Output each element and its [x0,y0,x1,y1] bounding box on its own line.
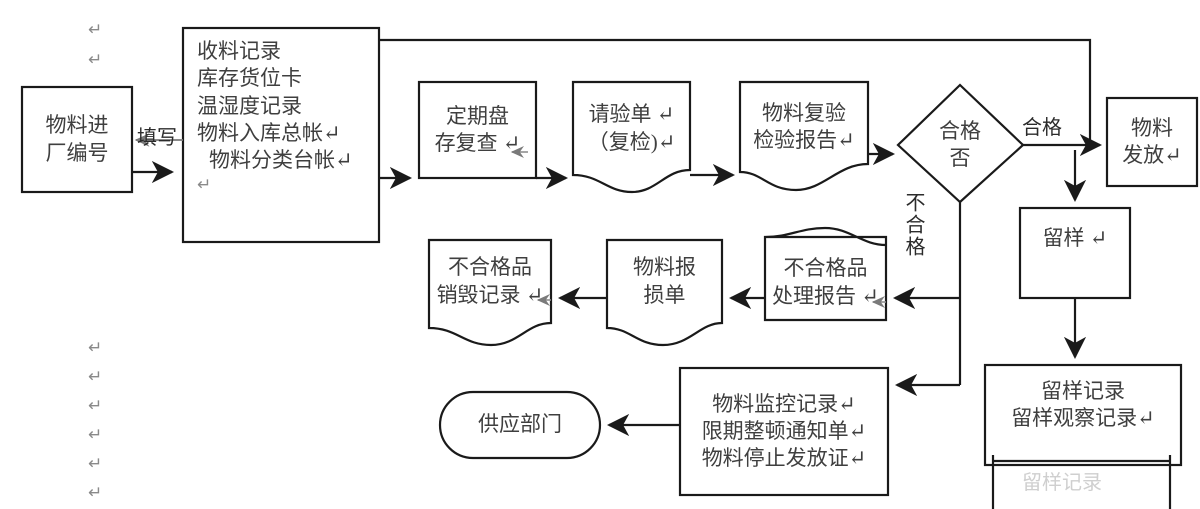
shape-retain-sample [1018,206,1132,300]
shape-inspection-request [571,80,692,194]
shape-material-issue [1105,96,1199,188]
node-retain-records-cut-label: 留样记录 [1022,466,1102,495]
margin-pilcrow-2: ↵ [88,50,103,69]
edge-label-qualified: 合格 [1022,117,1062,139]
shape-damage-note [605,238,724,347]
edge-label-unqualified: 不合格 [902,192,924,258]
shape-supply-dept [438,390,602,460]
margin-pilcrow-5: ↵ [88,396,103,415]
edge-label-fill-in: 填写 [137,127,177,149]
margin-pilcrow-1: ↵ [88,20,103,39]
margin-pilcrow-7: ↵ [88,454,103,473]
shape-records-box [181,26,381,244]
shape-decision-diamond [896,83,1025,204]
shape-retain-records [983,363,1183,467]
shape-periodic-check [417,80,538,180]
shape-monitoring-box [678,366,890,497]
shape-destruction-record [427,238,553,347]
margin-pilcrow-6: ↵ [88,425,103,444]
shape-retain-records-cut [991,455,1172,509]
margin-pilcrow-8: ↵ [88,483,103,502]
margin-pilcrow-3: ↵ [88,338,103,357]
margin-pilcrow-4: ↵ [88,367,103,386]
retain-records-cut-line-1: 留样记录 [1022,472,1102,494]
shape-nonconforming-report [763,226,888,322]
shape-reinspection-report [738,80,870,192]
edge-records-top-to-right [378,38,1092,145]
shape-material-entry [20,85,134,194]
